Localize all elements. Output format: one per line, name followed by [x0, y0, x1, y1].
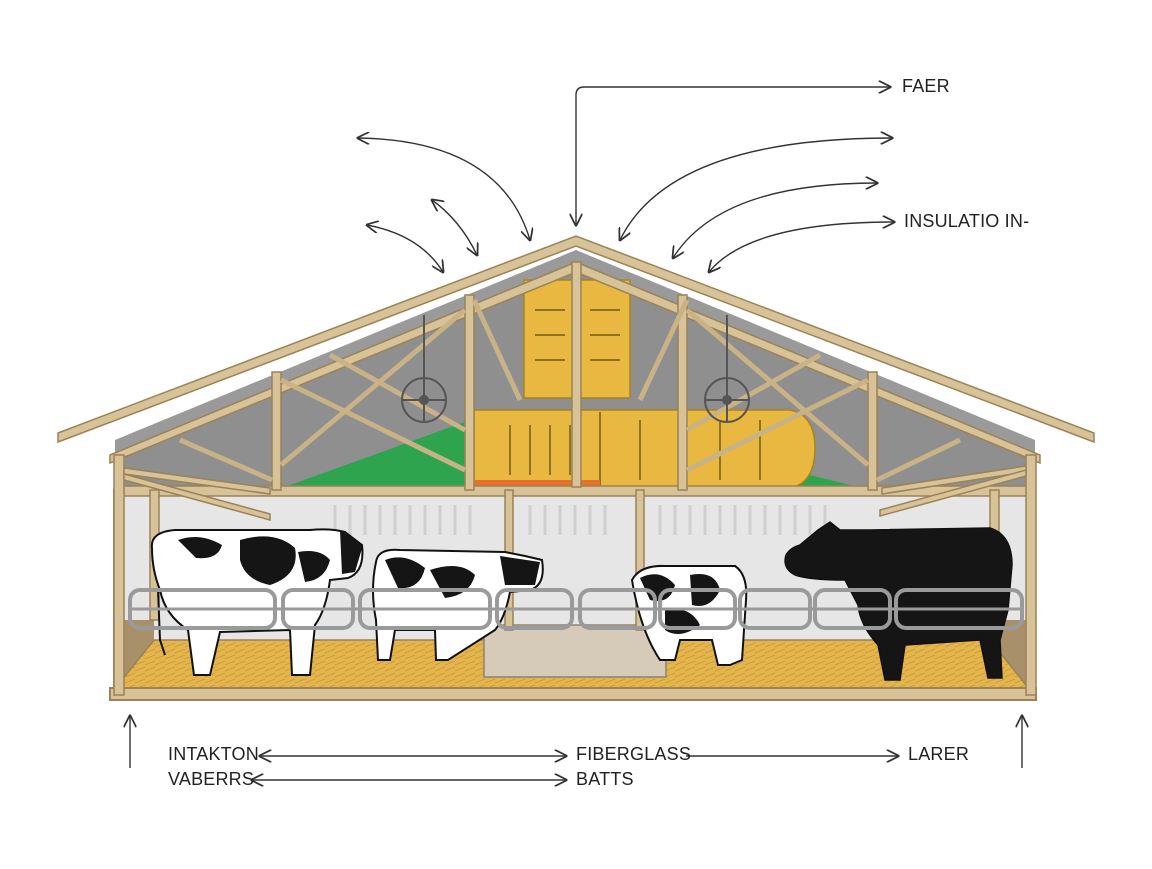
green-insulation-panel — [282, 420, 470, 490]
green-insulation-panel-right — [790, 470, 870, 490]
head-rails — [128, 588, 1024, 630]
cow-black-angus — [784, 521, 1013, 681]
orange-strip — [474, 480, 600, 488]
arrow-curve-right-2 — [673, 183, 877, 258]
arrow-curve-left-2 — [367, 225, 443, 272]
arrow-curve-left-3 — [432, 200, 477, 255]
roof — [57, 235, 1095, 696]
cow-holstein-1 — [150, 528, 364, 676]
floor-sill — [109, 687, 1037, 701]
label-insulation: INSULATIO IN- — [904, 211, 1030, 231]
arrow-curve-left-1 — [358, 138, 530, 240]
cow-holstein-2 — [372, 548, 544, 661]
annotation-arrows — [130, 87, 1022, 780]
label-intakton: INTAKTON — [168, 744, 259, 764]
feed-trough — [483, 624, 667, 678]
label-fiberglass: FIBERGLASS — [576, 744, 692, 764]
label-vaberrs: VABERRS — [168, 769, 255, 789]
label-faer: FAER — [902, 76, 950, 96]
ceiling-fan-right — [704, 315, 750, 423]
arrow-curve-right-1 — [620, 138, 892, 240]
insulation-upper-right — [577, 279, 631, 399]
insulation-roll — [473, 409, 816, 489]
arrow-faer — [576, 87, 890, 225]
insulation-upper-left — [523, 279, 577, 399]
ceiling-fan-left — [401, 315, 447, 423]
arrow-insulation — [709, 222, 894, 272]
label-larer: LARER — [908, 744, 970, 764]
label-batts: BATTS — [576, 769, 634, 789]
